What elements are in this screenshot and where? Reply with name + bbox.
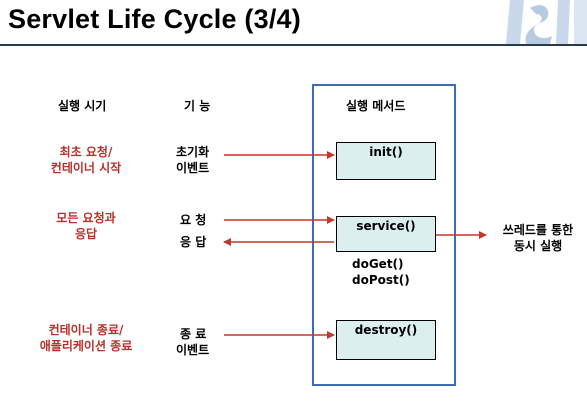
row-destroy-function-line2: 이벤트 (176, 343, 210, 357)
row-service-time-line2: 응답 (74, 227, 98, 241)
row-destroy-time-line1: 컨테이너 종료/ (48, 323, 124, 337)
thread-note-line2: 동시 실행 (513, 239, 563, 253)
row-service-function-response: 응 답 (180, 235, 207, 249)
row-init-function-line2: 이벤트 (176, 161, 210, 175)
sub-methods: doGet() doPost() (352, 256, 410, 288)
title-divider (0, 44, 587, 46)
row-destroy-time-line2: 애플리케이션 종료 (39, 339, 133, 353)
row-init-time: 최초 요청/ 컨테이너 시작 (36, 144, 136, 176)
thread-note: 쓰레드를 통한 동시 실행 (494, 222, 582, 254)
row-service-function-request: 요 청 (180, 213, 207, 227)
header-time: 실행 시기 (58, 99, 107, 113)
header-function: 기 능 (184, 99, 211, 113)
destroy-method-box: destroy() (336, 320, 436, 360)
logo-graphic (496, 0, 587, 44)
row-destroy-function: 종 료 이벤트 (176, 326, 209, 358)
row-init-function: 초기화 이벤트 (176, 144, 209, 176)
row-service-time-line1: 모든 요청과 (56, 211, 116, 225)
thread-note-line1: 쓰레드를 통한 (502, 223, 574, 237)
row-init-time-line1: 최초 요청/ (59, 145, 113, 159)
service-method-box: service() (336, 216, 436, 252)
init-method-box: init() (336, 142, 436, 180)
header-method: 실행 메서드 (346, 99, 406, 113)
row-service-time: 모든 요청과 응답 (36, 210, 136, 242)
row-init-time-line2: 컨테이너 시작 (50, 161, 122, 175)
row-init-function-line1: 초기화 (176, 145, 210, 159)
row-destroy-time: 컨테이너 종료/ 애플리케이션 종료 (24, 322, 148, 354)
sub-method-doget: doGet() (352, 257, 404, 271)
slide-title: Servlet Life Cycle (3/4) (8, 4, 301, 34)
sub-method-dopost: doPost() (352, 273, 410, 287)
row-destroy-function-line1: 종 료 (180, 327, 207, 341)
